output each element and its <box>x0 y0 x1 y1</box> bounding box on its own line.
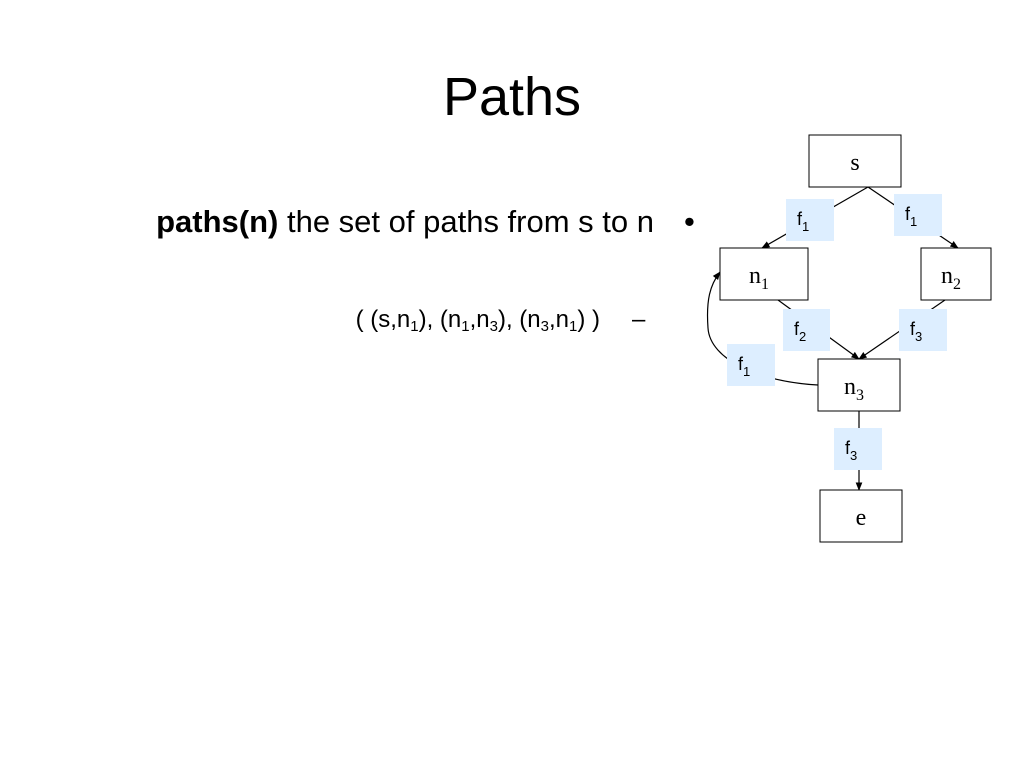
edge-label-bg-n3-e <box>834 428 882 470</box>
node-s-label: s <box>850 150 859 176</box>
slide-title: Paths <box>442 67 582 127</box>
node-n3-box <box>817 358 901 412</box>
path-subscript-1: 1 <box>410 318 419 335</box>
sub-bullet-path-example: ( (s,n1), (n1,n3), (n3,n1) ) <box>200 300 600 340</box>
sub-bullet-marker: – <box>632 306 646 333</box>
edge-label-bg-n1-n3 <box>783 309 830 351</box>
path-text-10: ) ) <box>577 306 600 333</box>
path-text-0: ( (s,n <box>355 306 411 333</box>
path-text-2: ), (n <box>418 306 462 333</box>
path-text-4: ,n <box>469 306 490 333</box>
path-subscript-3: 1 <box>461 318 470 335</box>
edge-label-bg-s-n1 <box>786 199 834 241</box>
edge-label-bg-s-n2 <box>894 194 942 236</box>
path-subscript-7: 3 <box>540 318 549 335</box>
path-subscript-9: 1 <box>569 318 578 335</box>
node-s-box <box>808 134 902 188</box>
node-n2-box <box>920 247 992 301</box>
path-subscript-5: 3 <box>489 318 498 335</box>
node-e-box <box>819 489 903 543</box>
node-e-label: e <box>856 505 867 531</box>
bullet-term: paths(n) <box>156 204 279 239</box>
bullet-definition: the set of paths from s to n <box>286 204 654 239</box>
edge-label-bg-n2-n3 <box>899 309 947 351</box>
path-text-8: ,n <box>548 306 569 333</box>
edge-label-bg-n3-n1 <box>727 344 775 386</box>
path-text-6: ), (n <box>497 306 541 333</box>
bullet-marker: • <box>684 204 695 239</box>
node-n1-box <box>719 247 809 301</box>
edge-n3-n1 <box>706 271 819 386</box>
bullet-text: paths(n) the set of paths from s to n <box>40 198 654 246</box>
